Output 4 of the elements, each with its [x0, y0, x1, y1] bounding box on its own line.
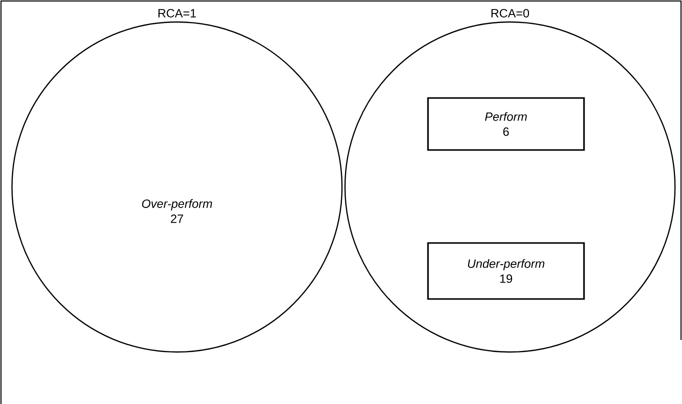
category-box: Perform 6: [427, 97, 585, 151]
category-box: Under-perform 19: [427, 242, 585, 300]
node-label: RCA=1: [158, 8, 196, 18]
node-label: RCA=0: [491, 8, 530, 18]
